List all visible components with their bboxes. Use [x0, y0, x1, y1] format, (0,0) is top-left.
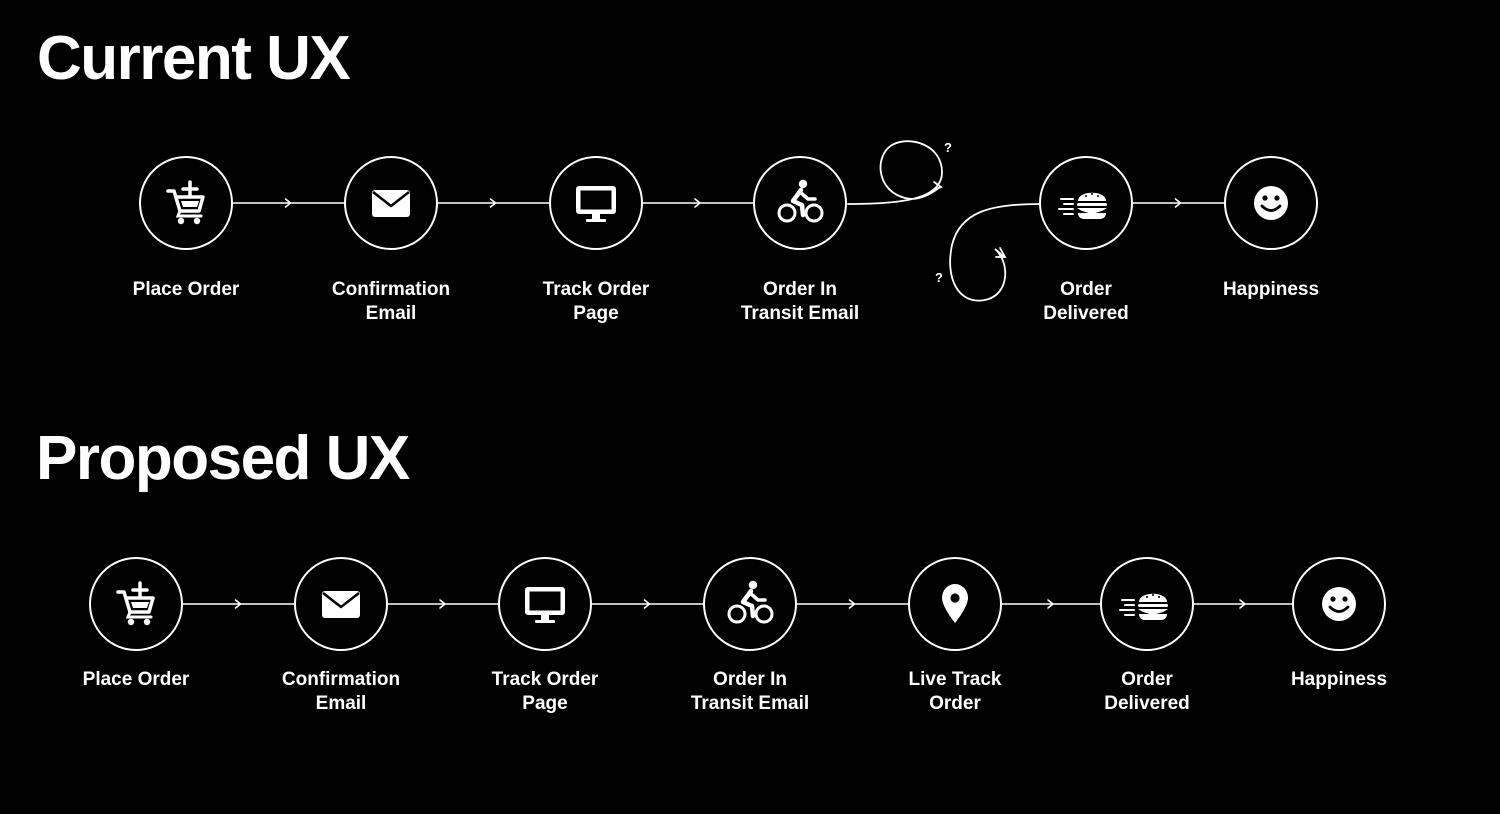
current-ux-flow: [139, 156, 1318, 250]
proposed-ux-title: Proposed UX: [36, 424, 410, 493]
proposed-connector-arrow-0-1: [234, 599, 242, 609]
proposed-step-label: Live Track Order: [908, 669, 1002, 714]
current-step-node: [753, 156, 847, 250]
proposed-ux-flow: [89, 557, 1386, 651]
proposed-step-node: [1100, 557, 1194, 651]
envelope-icon: [370, 188, 412, 219]
proposed-connector-arrow-3-4: [848, 599, 856, 609]
current-connector-arrow-2-3: [694, 198, 701, 208]
question-mark-upper: ?: [944, 140, 952, 155]
current-connector-arrow-0-1: [284, 198, 292, 208]
smiley-icon: [1252, 184, 1290, 222]
smiley-icon: [1320, 585, 1358, 623]
current-step-label: Track Order Page: [542, 279, 650, 324]
proposed-connector-arrow-5-6: [1239, 599, 1246, 609]
proposed-step-label: Order Delivered: [1104, 669, 1190, 714]
current-step-label: Happiness: [1222, 279, 1320, 300]
confusion-loop-lower-arrow: [995, 247, 1007, 258]
confusion-loop: [847, 140, 1041, 302]
current-step-label: Confirmation Email: [331, 279, 451, 324]
proposed-connector-arrow-4-5: [1047, 599, 1054, 609]
proposed-step-node: [294, 557, 388, 651]
envelope-icon: [320, 589, 362, 620]
current-step-node: [139, 156, 233, 250]
current-ux-title: Current UX: [37, 24, 351, 93]
proposed-step-node: [89, 557, 183, 651]
proposed-connector-arrow-2-3: [643, 599, 651, 609]
proposed-step-label: Happiness: [1290, 669, 1388, 690]
proposed-connector-arrow-1-2: [439, 599, 446, 609]
proposed-step-node: [908, 557, 1002, 651]
current-step-node: [344, 156, 438, 250]
proposed-step-node: [703, 557, 797, 651]
question-mark-lower: ?: [935, 270, 943, 285]
current-step-label: Order Delivered: [1043, 279, 1129, 324]
proposed-step-label: Track Order Page: [491, 669, 599, 714]
current-step-label: Place Order: [132, 279, 240, 300]
current-connector-arrow-4-5: [1174, 198, 1182, 208]
proposed-step-label: Order In Transit Email: [690, 669, 810, 714]
proposed-step-node: [1292, 557, 1386, 651]
confusion-loop-upper-arrow: [932, 181, 943, 191]
proposed-step-label: Confirmation Email: [281, 669, 401, 714]
current-step-node: [1224, 156, 1318, 250]
proposed-step-label: Place Order: [82, 669, 190, 690]
confusion-loop-lower: [949, 203, 1041, 302]
current-step-node: [549, 156, 643, 250]
confusion-loop-upper: [847, 140, 943, 205]
current-connector-arrow-1-2: [489, 198, 497, 208]
proposed-step-node: [498, 557, 592, 651]
current-step-label: Order In Transit Email: [740, 279, 860, 324]
current-step-node: [1039, 156, 1133, 250]
